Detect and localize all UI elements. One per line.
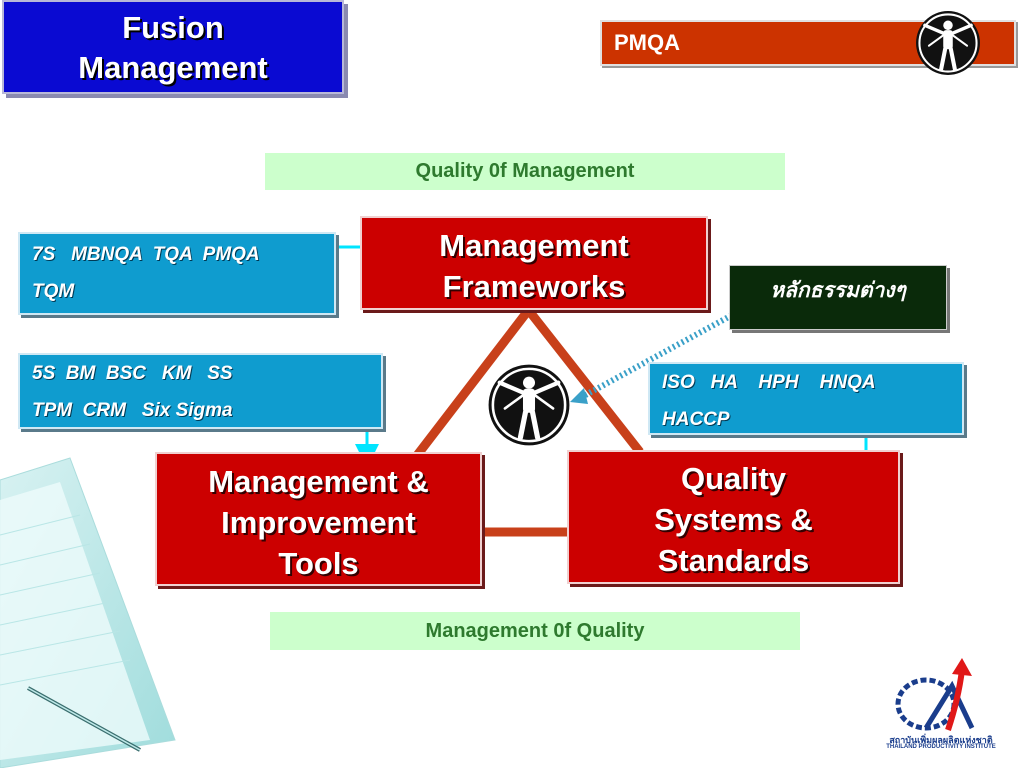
triangle-left-edge xyxy=(411,309,531,461)
list-line: TPM CRM Six Sigma xyxy=(32,400,233,421)
triangle-right-edge xyxy=(526,309,644,455)
notepad-decoration xyxy=(0,457,176,768)
node-line: Improvement xyxy=(221,505,416,540)
node-line: Management xyxy=(439,228,629,263)
vitruvian-man-center-icon xyxy=(488,364,570,446)
list-line: 5S BM BSC KM SS xyxy=(32,363,233,384)
logo-thai-name: สถาบันเพิ่มผลผลิตแห่งชาติ xyxy=(889,736,993,746)
vitruvian-man-icon xyxy=(916,11,980,75)
list-line: ISO HA HPH HNQA xyxy=(662,372,876,393)
thailand-productivity-institute-logo xyxy=(895,658,975,731)
pmqa-label: PMQA xyxy=(614,30,680,55)
management-improvement-tools-node: Management & Improvement Tools xyxy=(155,452,482,586)
quality-of-management-label: Quality 0f Management xyxy=(265,153,785,190)
arrow-principles-head xyxy=(570,388,588,404)
node-line: Management & xyxy=(208,464,429,499)
management-frameworks-node: Management Frameworks xyxy=(360,216,708,310)
quality-systems-standards-node: Quality Systems & Standards xyxy=(567,450,900,584)
title-line-2: Management xyxy=(78,50,268,85)
page-title: Fusion Management xyxy=(2,0,344,94)
logo-english-name: THAILAND PRODUCTIVITY INSTITUTE xyxy=(886,744,996,750)
arrow-principles-to-center xyxy=(578,305,747,401)
list-line: 7S MBNQA TQA PMQA xyxy=(32,244,260,265)
node-line: Frameworks xyxy=(442,269,626,304)
standards-list-box: ISO HA HPH HNQA HACCP xyxy=(648,362,964,435)
title-line-1: Fusion xyxy=(122,10,224,45)
node-line: Systems & xyxy=(654,502,813,537)
management-of-quality-label: Management 0f Quality xyxy=(270,612,800,650)
node-line: Standards xyxy=(657,543,810,578)
node-line: Tools xyxy=(278,546,359,581)
list-line: HACCP xyxy=(662,409,730,430)
frameworks-list-box: 7S MBNQA TQA PMQA TQM xyxy=(18,232,336,315)
thai-principles-box: หลักธรรมต่างๆ xyxy=(729,265,947,330)
tools-list-box: 5S BM BSC KM SS TPM CRM Six Sigma xyxy=(18,353,383,429)
node-line: Quality xyxy=(680,461,787,496)
list-line: TQM xyxy=(32,281,75,302)
